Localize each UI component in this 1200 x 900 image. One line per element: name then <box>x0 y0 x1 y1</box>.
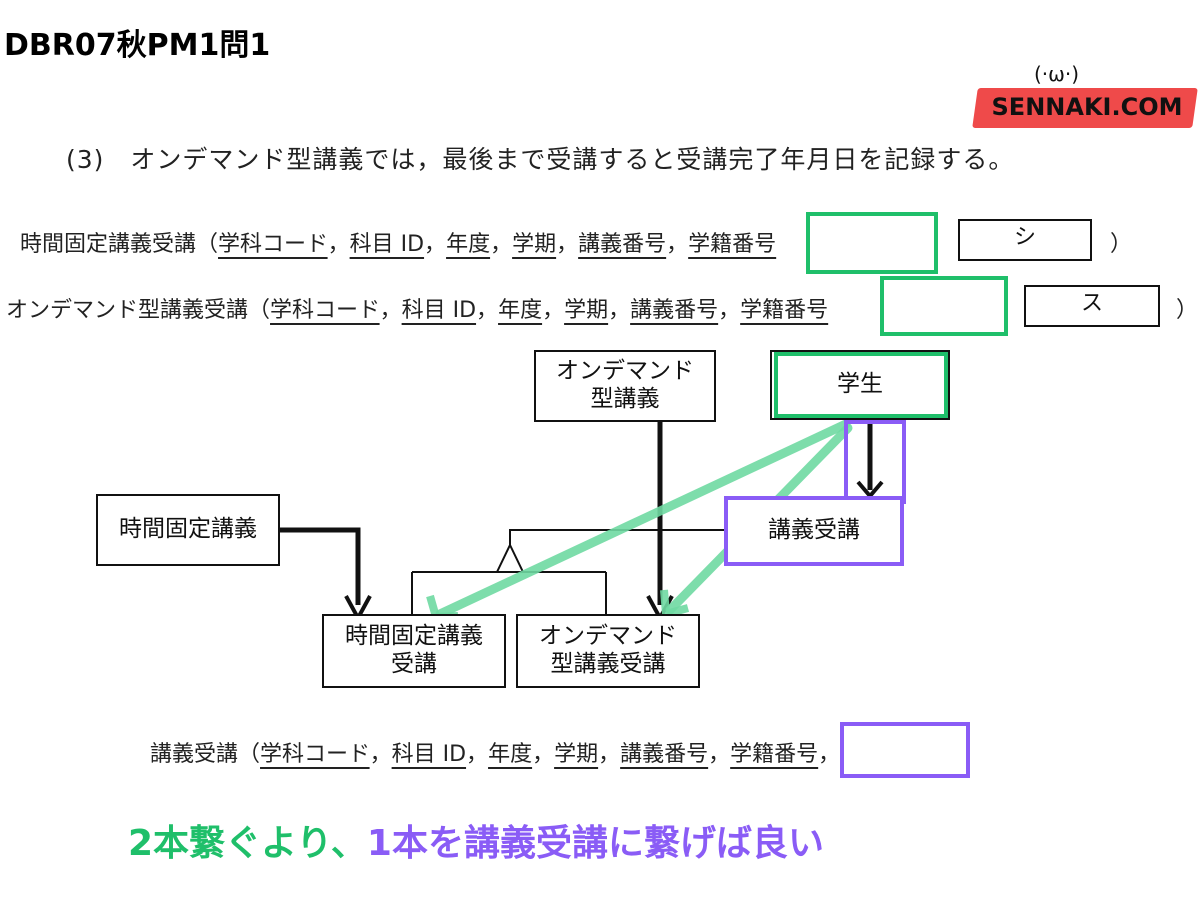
relation-kogi-jukou: 講義受講（学科コード，科目 ID，年度，学期，講義番号，学籍番号， <box>150 742 841 767</box>
entity-jikan-kotei-kogi: 時間固定講義 <box>96 494 280 566</box>
entity-gakusei: 学生 <box>770 350 950 420</box>
attr: 講義番号 <box>620 742 709 767</box>
highlight-gakuseki-1 <box>806 212 938 274</box>
attr: 学期 <box>554 742 599 767</box>
attr: 学科コード <box>260 742 370 767</box>
highlight-gakuseki-3 <box>840 722 970 778</box>
attr: 科目 ID <box>401 298 477 323</box>
blank-su: ス <box>1024 285 1160 327</box>
subtype-bar <box>411 571 607 614</box>
subtype-triangle <box>495 542 525 573</box>
entity-ondemand-kogi: オンデマンド型講義 <box>534 350 716 422</box>
attr-gakuseki: 学籍番号 <box>688 232 777 257</box>
relation-name: オンデマンド型講義受講 <box>6 298 249 323</box>
relation-name: 時間固定講義受講 <box>20 232 197 257</box>
question-line: (3) オンデマンド型講義では，最後まで受講すると受講完了年月日を記録する。 <box>66 140 1014 176</box>
logo-face: (·ω·) <box>1034 62 1080 86</box>
message-part2: 1本を講義受講に繋げば良い <box>366 823 824 864</box>
attr: 学科コード <box>218 232 328 257</box>
highlight-gakusei <box>774 352 948 418</box>
attr: 学期 <box>564 298 609 323</box>
attr-gakuseki: 学籍番号 <box>740 298 829 323</box>
entity-kogi-jukou: 講義受講 <box>724 496 904 566</box>
attr: 講義番号 <box>578 232 667 257</box>
attr: 学期 <box>512 232 557 257</box>
highlight-gakuseki-2 <box>880 276 1008 336</box>
relation-jikan: 時間固定講義受講（学科コード，科目 ID，年度，学期，講義番号，学籍番号 <box>20 232 777 257</box>
attr-gakuseki: 学籍番号 <box>730 742 819 767</box>
entity-jikan-kotei-jukou: 時間固定講義受講 <box>322 614 506 688</box>
highlight-single-arrow <box>844 420 906 504</box>
attr: 年度 <box>488 742 533 767</box>
green-arrow-to-jikan-jukou <box>435 419 851 619</box>
question-number: (3) <box>66 145 105 174</box>
highlight-kogi-jukou <box>724 496 904 566</box>
question-text: オンデマンド型講義では，最後まで受講すると受講完了年月日を記録する。 <box>130 145 1015 174</box>
close-paren: ） <box>1110 232 1133 257</box>
relation-ondemand: オンデマンド型講義受講（学科コード，科目 ID，年度，学期，講義番号，学籍番号 <box>6 298 829 323</box>
attr: 講義番号 <box>630 298 719 323</box>
entity-ondemand-jukou: オンデマンド型講義受講 <box>516 614 700 688</box>
close-paren: ） <box>1176 298 1199 323</box>
supertype-line <box>509 529 724 545</box>
attr: 年度 <box>498 298 543 323</box>
logo-text: SENNAKI.COM <box>991 93 1183 121</box>
blank-shi: シ <box>958 219 1092 261</box>
message-part1: 2本繋ぐより、 <box>128 823 367 864</box>
arrow-jikan-to-jikan-jukou <box>278 527 361 605</box>
attr: 年度 <box>446 232 491 257</box>
relation-name: 講義受講 <box>150 742 239 767</box>
attr: 科目 ID <box>349 232 425 257</box>
attr: 科目 ID <box>391 742 467 767</box>
page-title: DBR07秋PM1問1 <box>4 28 271 63</box>
attr: 学科コード <box>270 298 380 323</box>
conclusion-message: 2本繋ぐより、1本を講義受講に繋げば良い <box>128 814 824 866</box>
